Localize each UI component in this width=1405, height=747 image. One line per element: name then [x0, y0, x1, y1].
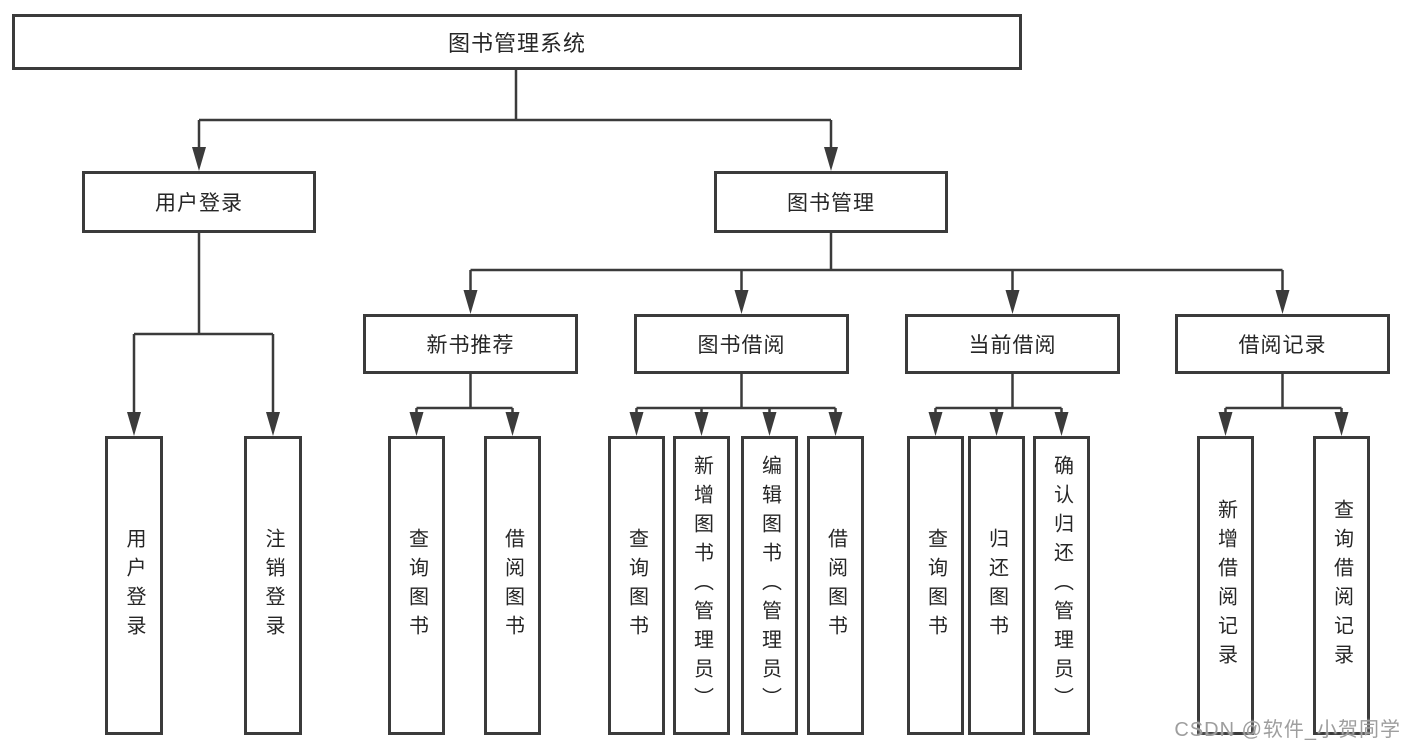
leaf-add-book-admin: 新增图书（管理员）: [673, 436, 730, 735]
node-book-borrow-label: 图书借阅: [697, 334, 786, 357]
leaf-query-books-recommend: 查询图书: [388, 436, 445, 735]
leaf-borrow-books-recommend: 借阅图书: [484, 436, 541, 735]
leaf-logout-label: 注销登录: [262, 527, 284, 644]
node-current-borrow-label: 当前借阅: [968, 334, 1057, 357]
leaf-logout: 注销登录: [244, 436, 302, 735]
node-borrow-record: 借阅记录: [1175, 314, 1390, 374]
node-borrow-record-label: 借阅记录: [1238, 334, 1327, 357]
root-node-library-system: 图书管理系统: [12, 14, 1022, 70]
connector-user-login-to-leaves: [132, 233, 275, 418]
branch-book-management: 图书管理: [714, 171, 948, 233]
root-node-label: 图书管理系统: [447, 31, 586, 56]
leaf-query-borrow-record-label: 查询借阅记录: [1330, 498, 1353, 673]
leaf-borrow-books-recommend-label: 借阅图书: [501, 527, 524, 644]
leaf-query-books-borrow-label: 查询图书: [625, 527, 648, 644]
leaf-query-borrow-record: 查询借阅记录: [1313, 436, 1370, 735]
leaf-user-login-label: 用户登录: [123, 527, 145, 644]
leaf-confirm-return-admin: 确认归还（管理员）: [1033, 436, 1090, 735]
leaf-add-borrow-record: 新增借阅记录: [1197, 436, 1254, 735]
leaf-user-login: 用户登录: [105, 436, 163, 735]
node-current-borrow: 当前借阅: [905, 314, 1120, 374]
connector-borrow-record-to-leaves: [1224, 374, 1343, 418]
csdn-watermark: CSDN @软件_小贺同学: [1174, 719, 1401, 741]
connector-book-management-to-level3: [469, 233, 1284, 296]
leaf-edit-book-admin: 编辑图书（管理员）: [741, 436, 798, 735]
leaf-query-books-recommend-label: 查询图书: [405, 527, 428, 644]
connector-new-book-recommend-to-leaves: [415, 374, 514, 418]
arrow-down-icon: [127, 147, 1349, 436]
leaf-query-books-current: 查询图书: [907, 436, 964, 735]
leaf-edit-book-admin-label: 编辑图书（管理员）: [758, 455, 781, 716]
leaf-borrow-books-borrow: 借阅图书: [807, 436, 864, 735]
connector-root-to-level2: [197, 70, 833, 153]
node-book-borrow: 图书借阅: [634, 314, 849, 374]
leaf-query-books-current-label: 查询图书: [924, 527, 947, 644]
connector-book-borrow-to-leaves: [635, 374, 837, 418]
branch-book-management-label: 图书管理: [787, 192, 875, 215]
leaf-add-book-admin-label: 新增图书（管理员）: [690, 455, 713, 716]
branch-user-login-label: 用户登录: [155, 192, 243, 215]
leaf-query-books-borrow: 查询图书: [608, 436, 665, 735]
node-new-book-recommend-label: 新书推荐: [426, 334, 515, 357]
leaf-borrow-books-borrow-label: 借阅图书: [824, 527, 847, 644]
leaf-add-borrow-record-label: 新增借阅记录: [1214, 498, 1237, 673]
node-new-book-recommend: 新书推荐: [363, 314, 578, 374]
connector-current-borrow-to-leaves: [934, 374, 1063, 418]
leaf-return-book-label: 归还图书: [985, 527, 1008, 644]
leaf-return-book: 归还图书: [968, 436, 1025, 735]
leaf-confirm-return-admin-label: 确认归还（管理员）: [1050, 455, 1073, 716]
branch-user-login: 用户登录: [82, 171, 316, 233]
